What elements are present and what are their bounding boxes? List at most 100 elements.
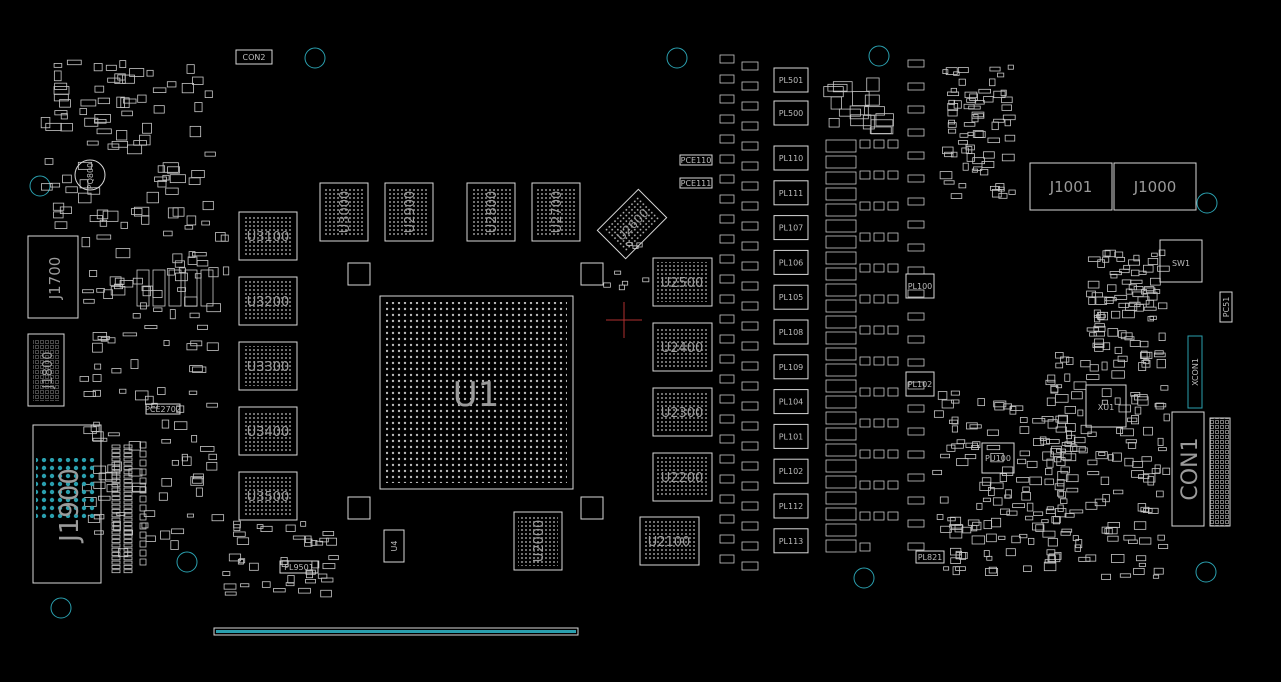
passive-part	[949, 529, 963, 539]
passive-part	[998, 535, 1006, 540]
passive-part	[741, 261, 759, 271]
passive-part	[1147, 316, 1154, 322]
memory-chip[interactable]: U2400	[652, 322, 713, 372]
memory-chip[interactable]: U3400	[238, 406, 298, 456]
passive-part	[1022, 486, 1030, 492]
memory-chip[interactable]: U3100	[238, 211, 298, 261]
passive-part	[873, 480, 885, 490]
passive-part	[907, 105, 925, 114]
memory-chip[interactable]: U2200	[652, 452, 713, 502]
chip-xcon1[interactable]: XCON1	[1187, 335, 1203, 409]
memory-chip[interactable]: U3500	[238, 471, 298, 521]
chip-u4[interactable]: U4	[383, 529, 405, 563]
passive-part	[1026, 502, 1034, 512]
memory-chip[interactable]: U3300	[238, 341, 298, 391]
passive-part	[105, 64, 117, 71]
passive-part	[224, 591, 237, 596]
connector-j1001[interactable]: J1001	[1029, 162, 1113, 211]
memory-chip[interactable]: U2700	[531, 182, 581, 242]
memory-chip-label: U2000	[532, 520, 547, 563]
passive-part	[189, 312, 200, 319]
memory-chip-rotated[interactable]: U2600	[596, 188, 668, 260]
passive-part	[171, 528, 185, 535]
gpu-package[interactable]: U1	[379, 295, 574, 490]
passive-part	[1158, 332, 1166, 341]
memory-chip-bottom[interactable]: U2000	[513, 511, 563, 571]
passive-part	[1087, 431, 1097, 437]
connector-header-right[interactable]	[1209, 417, 1231, 527]
passive-part	[1123, 264, 1131, 270]
chip-xu1[interactable]: XU1	[1085, 384, 1127, 428]
passive-part	[1144, 286, 1155, 292]
passive-part	[92, 342, 103, 353]
memory-chip[interactable]: U2300	[652, 387, 713, 437]
switch-sw1[interactable]: SW1	[1159, 239, 1203, 283]
passive-part	[117, 74, 126, 81]
inductor: PL111	[773, 180, 809, 206]
passive-part	[158, 492, 168, 501]
mounting-hole	[1196, 192, 1218, 214]
passive-part	[111, 556, 121, 561]
inductor: PL102	[773, 458, 809, 484]
passive-part	[1086, 290, 1096, 298]
passive-part	[111, 487, 121, 492]
passive-part	[825, 283, 857, 297]
passive-part	[994, 402, 1005, 411]
passive-part	[741, 441, 759, 451]
passive-part	[161, 438, 171, 444]
passive-part	[741, 481, 759, 491]
passive-part	[955, 552, 968, 560]
passive-part	[146, 191, 159, 204]
passive-part	[859, 263, 871, 273]
memory-chip[interactable]: U2900	[384, 182, 434, 242]
passive-part	[907, 289, 925, 298]
passive-part	[1052, 516, 1061, 525]
memory-chip[interactable]: U2500	[652, 257, 713, 307]
passive-part	[123, 504, 133, 509]
passive-part	[1006, 510, 1018, 516]
passive-part	[939, 496, 949, 504]
connector-j1800[interactable]: J1800	[27, 333, 65, 407]
memory-chip[interactable]: U2100	[639, 516, 700, 566]
passive-part	[1118, 404, 1131, 413]
passive-part	[223, 583, 237, 590]
connector-j1900[interactable]: J1900	[32, 424, 102, 584]
connector-con1[interactable]: CON1	[1171, 411, 1205, 527]
passive-part	[65, 186, 78, 194]
connector-j1000[interactable]: J1000	[1113, 162, 1197, 211]
passive-part	[873, 294, 885, 304]
memory-chip-label: U2800	[485, 191, 500, 234]
memory-chip-label: U3100	[247, 230, 290, 245]
chip-pu100[interactable]: PU100	[981, 442, 1015, 474]
passive-part	[111, 565, 121, 569]
memory-chip[interactable]: U2800	[466, 182, 516, 242]
passive-part	[111, 504, 121, 509]
passive-part	[139, 450, 147, 458]
passive-part	[907, 220, 925, 229]
memory-chip[interactable]: U3200	[238, 276, 298, 326]
memory-chip[interactable]: U3000	[319, 182, 369, 242]
mounting-holes	[29, 45, 1218, 619]
passive-part	[932, 469, 943, 476]
passive-part	[990, 452, 1004, 463]
passive-part	[741, 541, 759, 551]
passive-part	[139, 477, 147, 485]
passive-part	[1065, 423, 1076, 432]
passive-part	[1069, 509, 1084, 514]
passive-part	[972, 441, 981, 448]
passive-part	[825, 443, 857, 457]
passive-part	[123, 517, 133, 522]
passive-part	[139, 459, 147, 467]
memory-chip-label: U2500	[661, 276, 704, 291]
passive-part	[123, 496, 133, 501]
passive-part	[98, 495, 111, 501]
passive-part	[93, 421, 100, 427]
passive-part	[1050, 448, 1061, 458]
passive-part	[1044, 559, 1056, 564]
passive-part	[1093, 331, 1105, 337]
connector-j1700[interactable]: J1700	[27, 235, 79, 319]
passive-part	[111, 448, 121, 453]
passive-part	[123, 500, 133, 505]
passive-part	[1064, 441, 1076, 447]
